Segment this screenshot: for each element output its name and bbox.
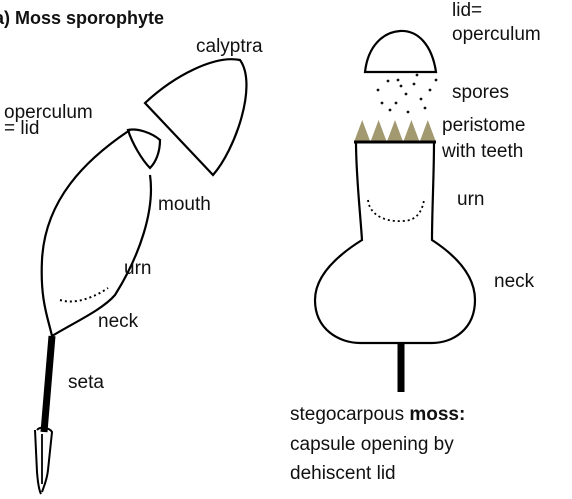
right-lid-shape [365,31,436,72]
spore-dot [424,107,427,110]
spore-dot [413,83,416,86]
caption-line-1-normal: stegocarpous [290,404,409,425]
spore-dot [400,85,403,88]
peristome-tooth [370,120,386,142]
peristome-tooth [354,120,370,142]
peristome-tooth [387,120,403,142]
left-neck-dotted-line [60,288,108,302]
left-foot-shape [35,428,52,494]
diagram-title: a) Moss sporophyte [0,8,164,28]
label-urn-right: urn [457,189,484,210]
label-lid-operculum: operculum [452,24,541,45]
label-peristome-teeth: with teeth [441,141,523,162]
spores-dots [377,74,438,114]
spore-dot [429,89,432,92]
label-peristome: peristome [442,115,525,136]
label-neck-left: neck [98,311,139,332]
spore-dot [435,79,438,82]
label-operculum-lid: = lid [4,118,39,139]
spore-dot [395,102,398,105]
spore-dot [397,79,400,82]
caption-line-3: dehiscent lid [290,463,396,484]
left-operculum-shape [128,130,160,168]
caption-line-2: capsule opening by [290,434,454,455]
label-urn-left: urn [124,258,151,279]
peristome-tooth [403,120,419,142]
label-lid: lid= [452,0,482,21]
label-spores: spores [452,82,509,103]
spore-dot [387,80,390,83]
spore-dot [377,89,380,92]
label-calyptra: calyptra [196,36,263,57]
left-seta-stalk [44,336,52,432]
spore-dot [381,102,384,105]
right-capsule-body [315,142,475,343]
spore-dot [407,111,410,114]
label-mouth: mouth [158,194,211,215]
right-neck-dotted-line [368,200,424,221]
spore-dot [420,98,423,101]
peristome-tooth [420,120,436,142]
label-seta: seta [68,372,104,393]
peristome-teeth [354,120,436,142]
left-capsule-body [42,130,151,336]
spore-dot [416,74,419,77]
caption-line-1: stegocarpous moss: [290,404,465,425]
label-neck-right: neck [494,271,535,292]
spore-dot [389,109,392,112]
calyptra-shape [145,59,246,175]
spore-dot [405,93,408,96]
caption-line-1-bold: moss: [409,404,465,425]
